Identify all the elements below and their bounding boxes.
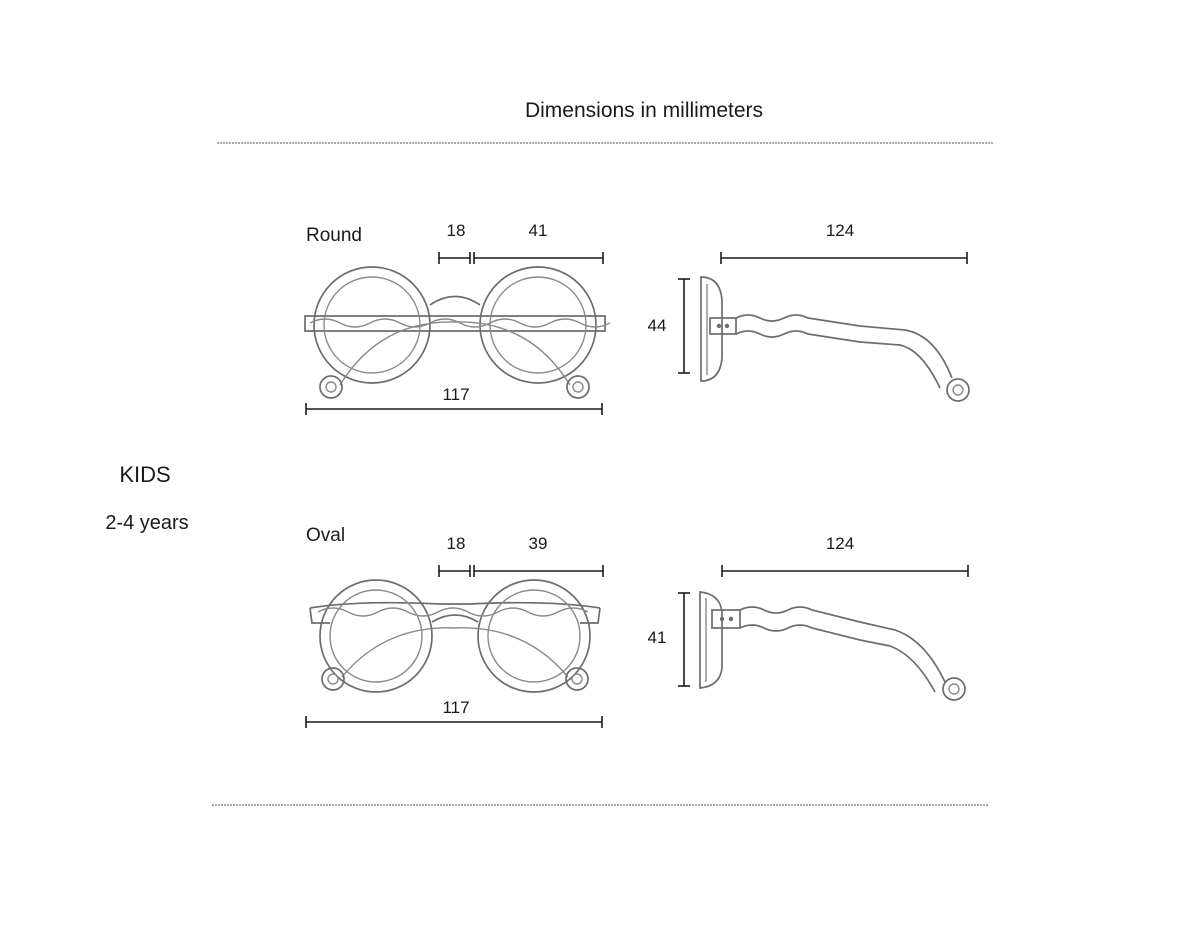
bridge-width-label: 18 [447,221,466,240]
frame-width-dimension-line [305,403,603,415]
frame-width-label: 117 [442,698,469,717]
oval-model: Oval 18 39 117 [305,525,969,728]
temple-length-dimension-line [721,565,969,577]
lens-height-label: 41 [648,628,667,647]
lens-dimension-line [473,252,604,264]
oval-side-view [699,591,966,701]
lens-height-dimension-line [678,592,690,687]
round-front-view [304,266,611,399]
lens-dimension-line [473,565,604,577]
hinge-screw-icon [719,616,725,622]
hinge-screw-icon [716,323,722,329]
bridge-dimension-line [438,565,471,577]
temple-length-label: 124 [826,534,854,553]
age-range-label: 2-4 years [105,512,188,534]
frame-width-label: 117 [442,385,469,404]
bridge-width-label: 18 [447,534,466,553]
temple-length-label: 124 [826,221,854,240]
bridge-dimension-line [438,252,471,264]
oval-front-view [309,579,601,693]
frame-width-dimension-line [305,716,603,728]
round-side-view [700,276,970,402]
category-label: KIDS [119,462,170,487]
lens-height-label: 44 [648,316,667,335]
model-name-round: Round [306,225,362,246]
page-title: Dimensions in millimeters [525,99,763,122]
lens-height-dimension-line [678,278,690,374]
lens-width-label: 39 [529,534,548,553]
lens-width-label: 41 [529,221,548,240]
temple-length-dimension-line [720,252,968,264]
round-model: Round 18 41 [304,221,970,415]
model-name-oval: Oval [306,525,345,546]
